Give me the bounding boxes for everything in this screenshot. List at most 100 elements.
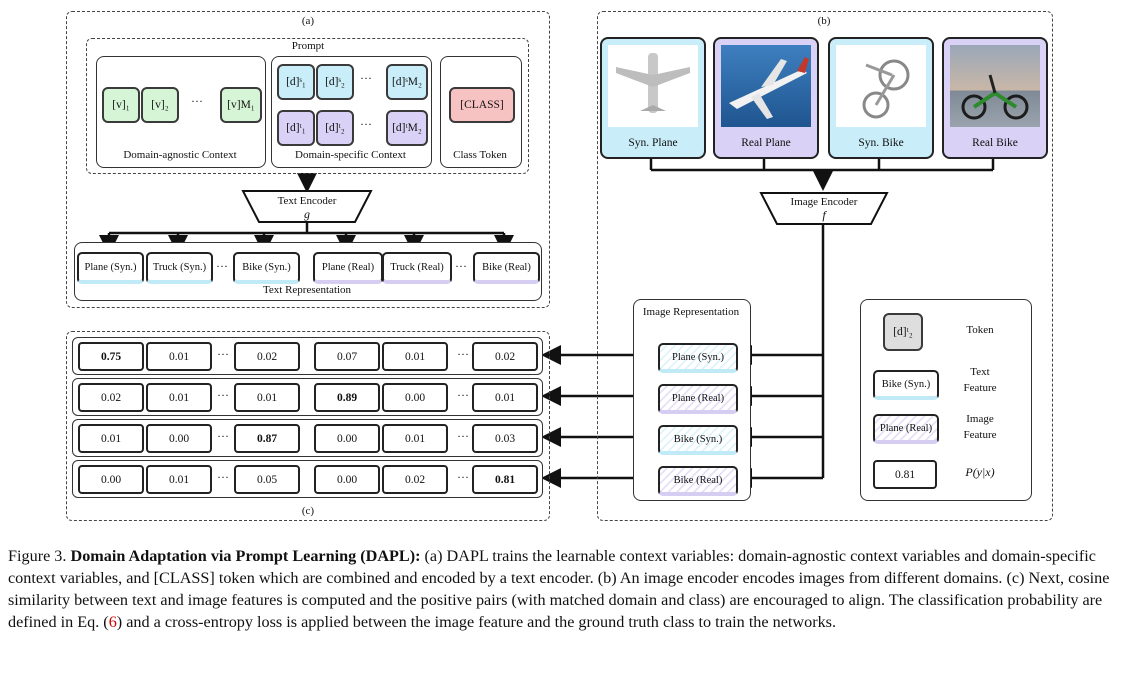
image-card-real-bike: Real Bike (942, 37, 1048, 159)
image-card-syn-plane: Syn. Plane (600, 37, 706, 159)
text-feature: Bike (Syn.) (233, 252, 300, 284)
text-feature: Truck (Real) (382, 252, 452, 284)
text-feature: Plane (Syn.) (77, 252, 144, 284)
panel-c-frame (66, 331, 550, 521)
probability-cell: 0.01 (234, 383, 300, 412)
text-feature: Plane (Real) (313, 252, 383, 284)
probability-cell: 0.00 (314, 465, 380, 494)
ellipsis: ··· (217, 388, 229, 402)
real-plane-image (721, 45, 811, 127)
panel-c-label: (c) (301, 505, 315, 517)
text-encoder-symbol: g (304, 207, 310, 221)
legend-text-label: Text (970, 366, 990, 378)
ellipsis: ··· (455, 259, 467, 273)
ellipsis: ··· (360, 71, 372, 85)
caption-prefix: Figure 3. (8, 547, 71, 565)
probability-cell: 0.02 (472, 342, 538, 371)
ellipsis: ··· (191, 94, 203, 108)
agnostic-token-1: [v]₁ (102, 87, 140, 123)
probability-cell: 0.87 (234, 424, 300, 453)
probability-cell: 0.02 (234, 342, 300, 371)
real-token-m2: [d]ᵗM₂ (386, 110, 428, 146)
ellipsis: ··· (216, 259, 228, 273)
panel-b-label: (b) (817, 15, 831, 27)
syn-plane-image (608, 45, 698, 127)
probability-cell: 0.01 (146, 465, 212, 494)
specific-caption: Domain-specific Context (295, 149, 406, 161)
syn-token-m2: [d]ˢM₂ (386, 64, 428, 100)
ellipsis: ··· (217, 429, 229, 443)
probability-cell: 0.01 (472, 383, 538, 412)
image-feature: Bike (Syn.) (658, 425, 738, 455)
probability-cell: 0.01 (146, 342, 212, 371)
text-encoder-label: Text Encoder (277, 195, 337, 207)
ellipsis: ··· (360, 117, 372, 131)
agnostic-caption: Domain-agnostic Context (123, 149, 237, 161)
panel-a-label: (a) (301, 15, 315, 27)
ellipsis: ··· (217, 470, 229, 484)
real-token-1: [d]ᵗ₁ (277, 110, 315, 146)
legend-prob-sample: 0.81 (873, 460, 937, 489)
probability-cell: 0.89 (314, 383, 380, 412)
text-encoder-shape (241, 190, 373, 223)
image-card-real-plane: Real Plane (713, 37, 819, 159)
probability-cell: 0.01 (146, 383, 212, 412)
equation-ref-link[interactable]: 6 (108, 613, 117, 631)
image-caption: Real Bike (972, 137, 1018, 149)
legend-image-label: Feature (963, 429, 997, 441)
probability-cell: 0.81 (472, 465, 538, 494)
ellipsis: ··· (457, 388, 469, 402)
legend-image-label: Image (966, 413, 994, 425)
panel-b-frame (597, 11, 1053, 521)
legend-token-sample: [d]ᵗ₂ (883, 313, 923, 351)
syn-token-1: [d]ˢ₁ (277, 64, 315, 100)
real-bike-image (950, 45, 1040, 127)
image-card-syn-bike: Syn. Bike (828, 37, 934, 159)
probability-cell: 0.01 (382, 424, 448, 453)
probability-cell: 0.07 (314, 342, 380, 371)
probability-cell: 0.00 (78, 465, 144, 494)
probability-cell: 0.01 (382, 342, 448, 371)
text-feature: Truck (Syn.) (146, 252, 213, 284)
image-encoder-label: Image Encoder (790, 196, 858, 208)
real-token-2: [d]ᵗ₂ (316, 110, 354, 146)
prompt-frame (86, 38, 529, 174)
probability-cell: 0.75 (78, 342, 144, 371)
probability-cell: 0.02 (382, 465, 448, 494)
legend-text-feature-sample: Bike (Syn.) (873, 370, 939, 400)
agnostic-token-2: [v]₂ (141, 87, 179, 123)
legend-token-label: Token (966, 324, 994, 336)
text-representation-caption: Text Representation (262, 284, 352, 296)
prompt-title: Prompt (291, 40, 325, 52)
image-caption: Syn. Plane (628, 137, 678, 149)
class-caption: Class Token (453, 149, 507, 161)
image-encoder-symbol: f (822, 208, 826, 222)
agnostic-token-m1: [v]M₁ (220, 87, 262, 123)
ellipsis: ··· (457, 347, 469, 361)
figure-caption: Figure 3. Domain Adaptation via Prompt L… (8, 545, 1113, 633)
image-caption: Real Plane (741, 137, 791, 149)
syn-token-2: [d]ˢ₂ (316, 64, 354, 100)
image-caption: Syn. Bike (858, 137, 904, 149)
probability-cell: 0.03 (472, 424, 538, 453)
legend-image-feature-sample: Plane (Real) (873, 414, 939, 444)
syn-bike-image (836, 45, 926, 127)
legend-prob-label: P(y|x) (965, 465, 995, 479)
ellipsis: ··· (457, 429, 469, 443)
image-feature: Plane (Real) (658, 384, 738, 414)
probability-cell: 0.02 (78, 383, 144, 412)
image-feature: Bike (Real) (658, 466, 738, 496)
probability-cell: 0.00 (382, 383, 448, 412)
panel-a-frame (66, 11, 550, 308)
class-token: [CLASS] (449, 87, 515, 123)
caption-part1: (a) DAPL trains the learnable context va… (8, 547, 1110, 631)
image-encoder-shape (759, 192, 889, 225)
image-representation-title: Image Representation (642, 306, 740, 318)
image-feature: Plane (Syn.) (658, 343, 738, 373)
probability-cell: 0.05 (234, 465, 300, 494)
probability-cell: 0.00 (314, 424, 380, 453)
probability-cell: 0.01 (78, 424, 144, 453)
legend-text-label: Feature (963, 382, 997, 394)
caption-bold: Domain Adaptation via Prompt Learning (D… (70, 547, 421, 565)
